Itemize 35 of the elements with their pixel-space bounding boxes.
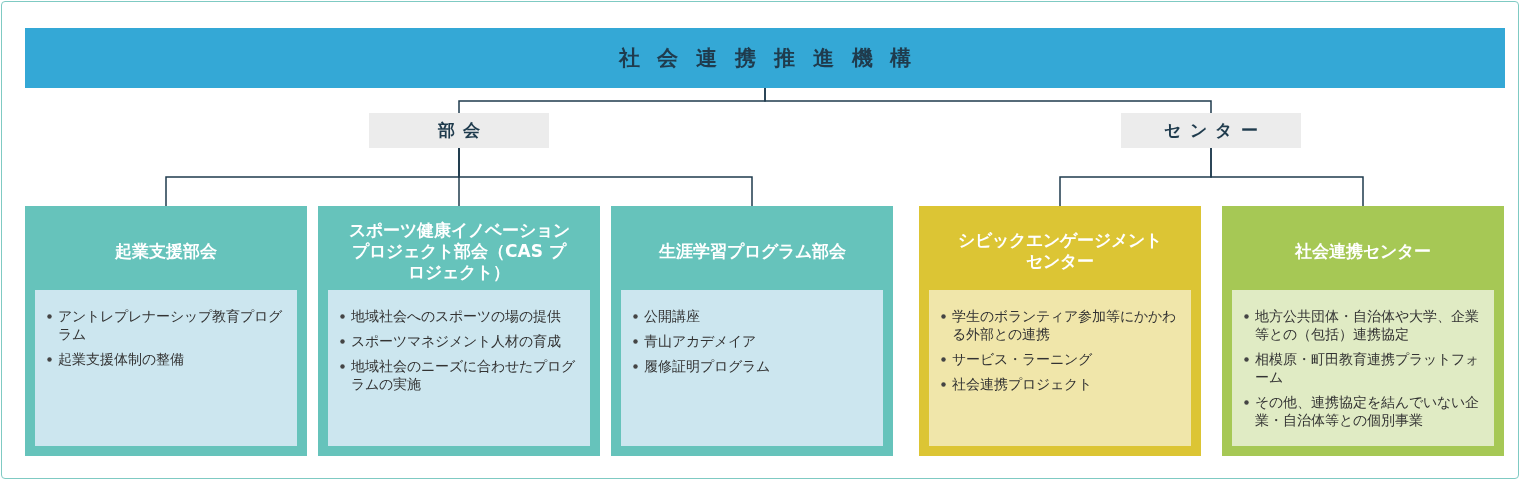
box-title: 生涯学習プログラム部会 [657, 240, 847, 262]
connector-line [1210, 147, 1364, 207]
list-item: 学生のボランティア参加等にかかわる外部との連携 [952, 307, 1177, 343]
list-item: 社会連携プロジェクト [952, 375, 1093, 393]
list-panel [1232, 290, 1494, 446]
list-item: 起業支援体制の整備 [58, 350, 185, 368]
header-bar: 社会連携推進機構 [25, 28, 1505, 88]
box-title: スポーツ健康イノベーションプロジェクト部会（CAS プロジェクト） [347, 219, 571, 283]
division-box [611, 206, 893, 456]
box-title: シビックエンゲージメントセンター [957, 230, 1163, 272]
list-panel [328, 290, 590, 446]
list-panel [35, 290, 297, 446]
division-box [1222, 206, 1504, 456]
list-item: サービス・ラーニング [952, 350, 1093, 368]
list-item: 地方公共団体・自治体や大学、企業等との（包括）連携協定 [1255, 307, 1480, 343]
connector-line [764, 87, 1212, 114]
box-title: 社会連携センター [1294, 240, 1432, 262]
list-item: 地域社会のニーズに合わせたプログラムの実施 [351, 357, 576, 393]
list-item: スポーツマネジメント人材の育成 [351, 332, 562, 350]
list-item: アントレプレナーシップ教育プログラム [58, 307, 283, 343]
list-panel [929, 290, 1191, 446]
division-box [25, 206, 307, 456]
list-item: 青山アカデメイア [644, 332, 757, 350]
division-box [919, 206, 1201, 456]
list-item: 地域社会へのスポーツの場の提供 [351, 307, 562, 325]
box-title: 起業支援部会 [114, 240, 218, 262]
division-box [318, 206, 600, 456]
list-item: 履修証明プログラム [644, 357, 771, 375]
list-item: 公開講座 [644, 307, 701, 325]
group-label: センター [1121, 113, 1301, 148]
connector-line [458, 147, 753, 207]
group-label: 部会 [369, 113, 549, 148]
list-item: 相模原・町田教育連携プラットフォーム [1255, 350, 1480, 386]
list-panel [621, 290, 883, 446]
list-item: その他、連携協定を結んでいない企業・自治体等との個別事業 [1255, 393, 1480, 429]
